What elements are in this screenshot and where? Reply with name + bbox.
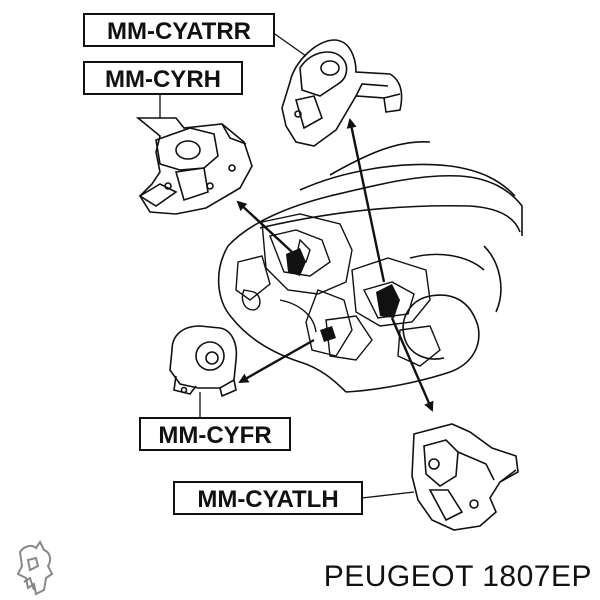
- label-mm-cyrh: MM-CYRH: [83, 61, 243, 95]
- vehicle-body-outline: [217, 140, 523, 393]
- arrow-rear-left: [390, 317, 434, 412]
- engine-block-sketch: [235, 213, 441, 367]
- leader-lines: [159, 31, 415, 499]
- part-mount-right-hand: [135, 117, 253, 215]
- label-mm-cyatrr: MM-CYATRR: [83, 13, 275, 47]
- mount-point-right: [286, 248, 306, 276]
- arrow-rear-right: [346, 118, 386, 283]
- part-number: 1807EP: [482, 560, 592, 593]
- label-mm-cyatlh: MM-CYATLH: [173, 481, 363, 515]
- part-mount-front: [169, 325, 238, 398]
- arrow-front: [238, 338, 315, 384]
- label-mm-cyrh-text: MM-CYRH: [105, 66, 221, 93]
- label-mm-cyatlh-text: MM-CYATLH: [197, 486, 338, 513]
- arrow-right-hand: [236, 200, 293, 253]
- part-caption: PEUGEOT 1807EP: [324, 560, 592, 594]
- part-mount-rear-left: [411, 423, 519, 531]
- label-mm-cyfr: MM-CYFR: [139, 417, 291, 451]
- mount-point-front: [320, 326, 336, 342]
- arrows: [236, 118, 434, 412]
- part-mount-rear-right: [281, 39, 403, 147]
- label-mm-cyatrr-text: MM-CYATRR: [107, 18, 251, 45]
- label-mm-cyfr-text: MM-CYFR: [158, 422, 271, 449]
- peugeot-lion-logo: [16, 540, 54, 596]
- brand-name: PEUGEOT: [323, 560, 474, 593]
- mount-points: [286, 248, 400, 342]
- mount-point-rear: [376, 284, 400, 318]
